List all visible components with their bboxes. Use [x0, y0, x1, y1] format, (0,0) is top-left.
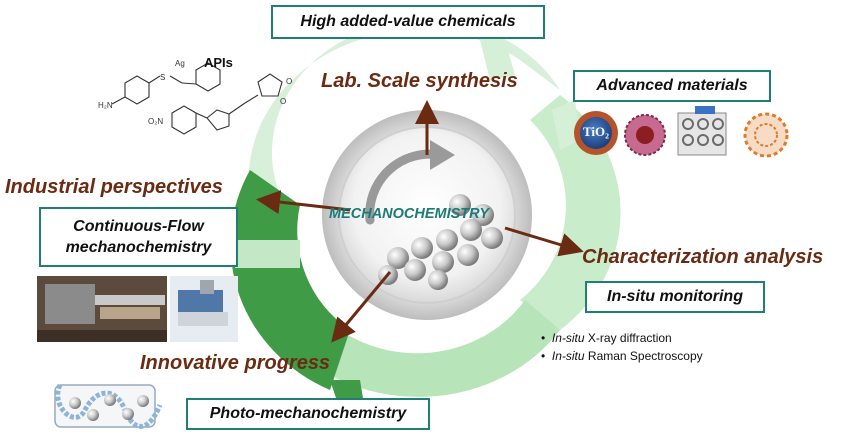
tio2-label: TiO₂	[582, 124, 610, 139]
milling-ball	[387, 247, 409, 269]
advanced-materials-box: Advanced materials	[573, 70, 771, 102]
bond	[195, 112, 208, 119]
mechanochemistry-label: MECHANOCHEMISTRY	[329, 206, 490, 222]
ring-segment-bottom	[330, 300, 560, 397]
ring-segment-left	[230, 170, 350, 390]
reactor-ball	[69, 397, 81, 409]
atom-label: O	[280, 97, 286, 106]
atom-label: Ag	[175, 59, 185, 68]
milling-ball	[481, 227, 503, 249]
arrow-to-industrial	[256, 190, 351, 214]
continuous-flow-line1: Continuous-Flow	[73, 218, 204, 235]
ring-connector-bottomright	[540, 285, 590, 310]
atom-label: H₂N	[98, 101, 113, 110]
reactor-ball	[87, 409, 99, 421]
bond	[181, 82, 197, 85]
industrial-perspectives-label: Industrial perspectives	[5, 176, 223, 198]
extruder-photo	[37, 276, 167, 342]
continuous-flow-box: Continuous-Flow mechanochemistry	[39, 207, 238, 267]
jar-rotation-arrowhead-icon	[430, 140, 455, 170]
atom-label: O	[286, 77, 292, 86]
milling-ball	[436, 229, 458, 251]
coil	[55, 383, 163, 429]
in-situ-monitoring-box: In-situ monitoring	[585, 281, 765, 313]
arrow-to-characterization	[504, 226, 584, 257]
hydantoin-ring	[257, 73, 283, 97]
photo-reactor-illustration	[54, 383, 163, 429]
milling-ball	[404, 259, 426, 281]
apis-label: APIs	[204, 55, 233, 70]
advanced-materials-images	[574, 106, 789, 158]
reactor-ball	[104, 394, 116, 406]
porous-framework	[677, 106, 727, 156]
apis-molecule-sketch: S Ag H₂N O₂N O O	[98, 59, 292, 135]
benzene-ring	[124, 75, 150, 105]
furan-ring	[206, 109, 230, 131]
bond	[228, 102, 246, 115]
ring-connector-top	[480, 40, 515, 80]
characterization-label: Characterization analysis	[582, 246, 824, 268]
atom-label: S	[160, 73, 165, 82]
atom-label: O₂N	[148, 117, 163, 126]
ring-connector-right	[552, 100, 580, 150]
ring-connector-left	[235, 240, 300, 268]
extruder-closeup-photo	[170, 276, 238, 342]
milling-ball	[472, 204, 494, 226]
arrow-to-innovative	[331, 271, 392, 343]
bond	[148, 75, 161, 84]
arrows	[256, 100, 584, 343]
bullet-item: • In-situ X-ray diffraction	[541, 331, 672, 345]
milling-ball	[411, 237, 433, 259]
in-situ-techniques-list: • In-situ X-ray diffraction • In-situ Ra…	[541, 329, 703, 365]
high-added-value-box: High added-value chemicals	[271, 5, 545, 39]
reactor-ball	[122, 408, 134, 420]
milling-ball	[428, 270, 448, 290]
bond	[169, 75, 183, 84]
milling-ball	[449, 194, 471, 216]
innovative-progress-label: Innovative progress	[140, 352, 331, 374]
reactor-ball	[137, 395, 149, 407]
milling-ball	[457, 244, 479, 266]
nitrophenyl-ring	[171, 105, 197, 135]
bond	[111, 96, 126, 105]
photo-mechanochemistry-box: Photo-mechanochemistry	[186, 398, 430, 430]
bond	[244, 94, 259, 104]
bullet-item: • In-situ Raman Spectroscopy	[541, 349, 703, 363]
milling-ball	[460, 219, 482, 241]
fullerene-cage	[743, 112, 789, 158]
milling-ball	[432, 251, 454, 273]
lab-scale-label: Lab. Scale synthesis	[321, 70, 518, 92]
continuous-flow-photos	[37, 276, 238, 342]
tio2-nanoparticle	[574, 111, 618, 155]
mof-particle	[624, 114, 666, 156]
milling-balls	[378, 194, 503, 290]
continuous-flow-line2: mechanochemistry	[65, 239, 212, 256]
